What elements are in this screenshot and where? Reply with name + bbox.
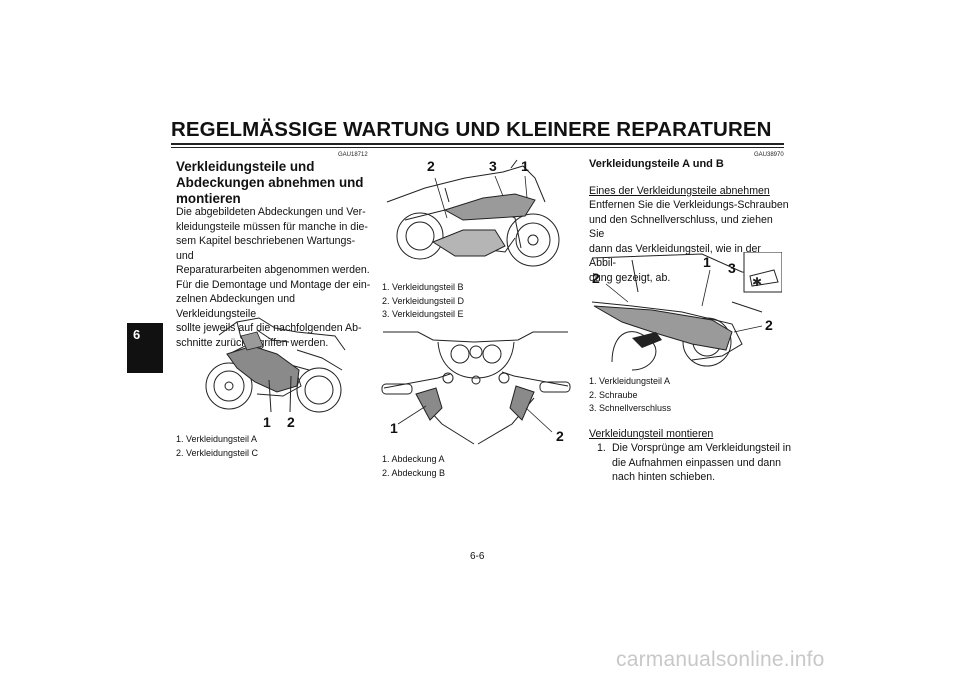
body-line: dann das Verkleidungsteil, wie in der Ab… — [589, 242, 761, 270]
heading-line: Abdeckungen abnehmen und — [176, 175, 364, 190]
motorcycle-illustration — [205, 317, 346, 413]
body-line: sem Kapitel beschriebenen Wartungs- und — [176, 235, 356, 262]
heading-line: montieren — [176, 191, 241, 206]
caption-item: 1. Verkleidungsteil A — [176, 434, 258, 444]
svg-text:✱: ✱ — [752, 275, 762, 289]
caption-item: 2. Abdeckung B — [382, 467, 446, 478]
figure-callout: 1 — [521, 158, 529, 174]
chapter-tab: 6 — [127, 323, 163, 373]
figure-callout: 2 — [556, 428, 564, 444]
handlebar-illustration — [381, 331, 571, 445]
figure-callout: 2 — [765, 317, 773, 333]
install-step-text: Die Vorsprünge am Verkleidungsteil in di… — [612, 441, 797, 485]
figure-callout: 1 — [390, 420, 398, 436]
intro-paragraph: Die abgebildeten Abdeckungen und Ver- kl… — [176, 205, 371, 350]
body-line: kleidungsteile müssen für manche in die- — [176, 220, 368, 233]
caption-item: 2. Verkleidungsteil D — [382, 295, 465, 306]
header-rule — [171, 143, 784, 145]
body-line: und den Schnellverschluss, und ziehen Si… — [589, 213, 773, 241]
figure-callout: 3 — [489, 158, 497, 174]
caption-item: 1. Abdeckung A — [382, 454, 445, 464]
figure-remove-fairing: ✱ 2 1 3 2 — [591, 251, 783, 374]
figure-fairing-left: 1 2 — [197, 310, 347, 430]
figure-captions: 1. Abdeckung A 2. Abdeckung B — [382, 453, 445, 480]
body-line: Reparaturarbeiten abgenommen werden. — [176, 264, 370, 276]
page-header-title: REGELMÄSSIGE WARTUNG UND KLEINERE REPARA… — [171, 118, 772, 141]
page-number: 6-6 — [470, 551, 485, 562]
section-heading: Verkleidungsteile A und B — [589, 158, 724, 170]
body-line: zelnen Abdeckungen und Verkleidungsteile — [176, 293, 295, 320]
figure-callout: 3 — [728, 260, 736, 276]
subsection-title-remove: Eines der Verkleidungsteile abnehmen — [589, 185, 770, 197]
fairing-removal-illustration: ✱ — [591, 251, 783, 371]
body-line: die Aufnahmen einpassen und dann — [612, 456, 782, 469]
body-line: Entfernen Sie die Verkleidungs-Schrauben — [589, 199, 789, 211]
body-line: nach hinten schieben. — [612, 471, 716, 483]
body-line: dung gezeigt, ab. — [589, 271, 671, 284]
watermark: carmanualsonline.info — [616, 648, 825, 671]
figure-captions: 1. Verkleidungsteil B 2. Verkleidungstei… — [382, 281, 464, 322]
caption-item: 1. Verkleidungsteil A — [589, 376, 671, 386]
chapter-number: 6 — [133, 327, 141, 342]
motorcycle-illustration — [386, 159, 560, 267]
heading-line: Verkleidungsteile und — [176, 159, 315, 174]
header-rule-thin — [171, 147, 784, 148]
body-line: Die Vorsprünge am Verkleidungsteil in — [612, 442, 792, 454]
caption-item: 3. Schnellverschluss — [589, 403, 672, 413]
figure-callout: 1 — [263, 414, 271, 430]
figure-covers: 1 2 — [378, 328, 573, 448]
figure-captions: 1. Verkleidungsteil A 2. Schraube 3. Sch… — [589, 375, 671, 416]
caption-item: 2. Verkleidungsteil C — [176, 447, 259, 458]
install-step-number: 1. — [597, 442, 606, 454]
body-line: sollte jeweils auf die nachfolgenden Ab- — [176, 322, 362, 334]
section-heading: Verkleidungsteile und Abdeckungen abnehm… — [176, 159, 363, 207]
figure-callout: 2 — [592, 270, 600, 286]
figure-callout: 2 — [287, 414, 295, 430]
subsection-title-install: Verkleidungsteil montieren — [589, 428, 714, 440]
caption-item: 2. Schraube — [589, 389, 638, 400]
body-line: Für die Demontage und Montage der ein- — [176, 278, 371, 291]
section-code: GAU18712 — [338, 152, 368, 158]
caption-item: 1. Verkleidungsteil B — [382, 282, 464, 292]
figure-captions: 1. Verkleidungsteil A 2. Verkleidungstei… — [176, 433, 258, 460]
figure-callout: 2 — [427, 158, 435, 174]
figure-callout: 1 — [703, 254, 711, 270]
figure-fairing-right: 2 3 1 — [385, 158, 565, 278]
caption-item: 3. Verkleidungsteil E — [382, 309, 464, 319]
body-line: Die abgebildeten Abdeckungen und Ver- — [176, 206, 366, 218]
remove-paragraph: Entfernen Sie die Verkleidungs-Schrauben… — [589, 198, 789, 285]
section-code: GAU38970 — [754, 152, 784, 158]
